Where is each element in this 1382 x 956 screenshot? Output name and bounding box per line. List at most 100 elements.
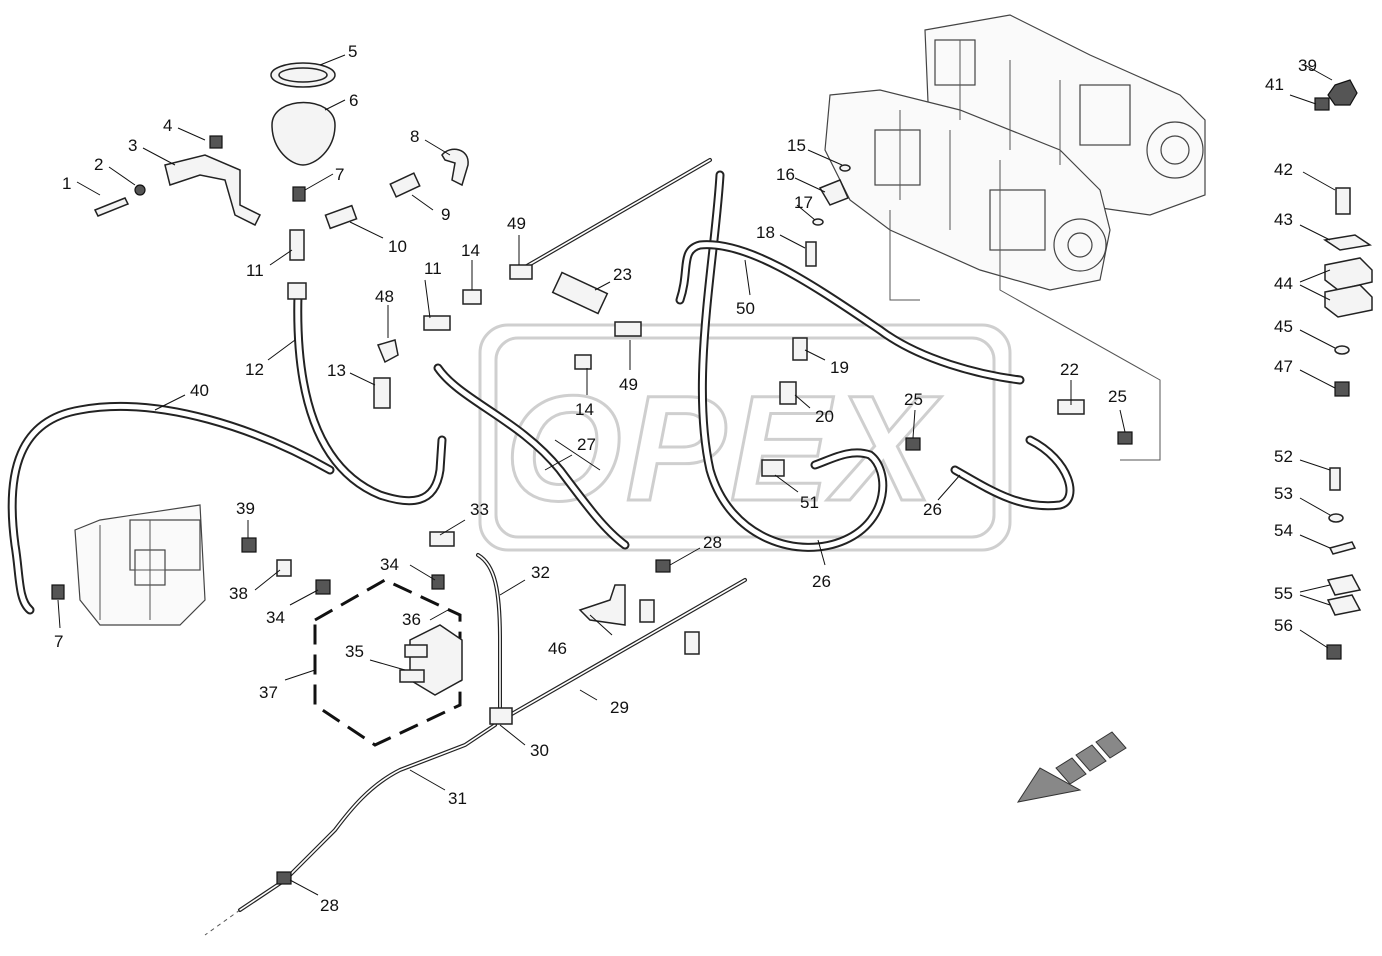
callout-49-lower: 49: [619, 375, 638, 394]
nut-14b: [574, 354, 592, 370]
fitting-7b: [51, 584, 65, 600]
bolt-52: [1329, 467, 1341, 491]
callout-30: 30: [530, 741, 549, 760]
callout-20: 20: [815, 407, 834, 426]
callout-34: 34: [380, 555, 399, 574]
tee-30: [489, 707, 513, 725]
callout-47: 47: [1274, 357, 1293, 376]
fittings: [51, 148, 1133, 885]
label-qr: [684, 631, 700, 655]
callout-42: 42: [1274, 160, 1293, 179]
callout-39: 39: [236, 499, 255, 518]
clamp-44a: [1324, 257, 1373, 291]
callout-35: 35: [345, 642, 364, 661]
accumulator-6: [271, 101, 336, 166]
callout-29: 29: [610, 698, 629, 717]
tee-11: [289, 229, 305, 261]
callout-28-lower: 28: [320, 896, 339, 915]
washer-53: [1328, 513, 1344, 523]
callout-34-lower: 34: [266, 608, 285, 627]
fitting-36: [404, 644, 428, 658]
callout-44: 44: [1274, 274, 1293, 293]
callout-39-right: 39: [1298, 56, 1317, 75]
label-46: [639, 599, 655, 623]
nut-28b: [276, 871, 292, 885]
callout-45: 45: [1274, 317, 1293, 336]
accumulator-group: [93, 62, 336, 300]
callout-26: 26: [923, 500, 942, 519]
callout-40: 40: [190, 381, 209, 400]
washer-45: [1334, 345, 1350, 355]
nut-41: [1314, 97, 1330, 111]
callout-37: 37: [259, 683, 278, 702]
clamp-44b: [1324, 284, 1373, 318]
cap-39: [241, 537, 257, 553]
adapter-19: [792, 337, 808, 361]
nut-14: [462, 289, 482, 305]
callout-8: 8: [410, 127, 419, 146]
plate-43: [1323, 234, 1372, 251]
callout-55: 55: [1274, 584, 1293, 603]
callout-19: 19: [830, 358, 849, 377]
callout-49: 49: [507, 214, 526, 233]
callout-7-lower: 7: [54, 632, 63, 651]
adapter-20: [779, 381, 797, 405]
bracket-3: [164, 154, 262, 227]
pipes: [204, 158, 747, 936]
callout-36: 36: [402, 610, 421, 629]
callout-4: 4: [163, 116, 172, 135]
washer-2: [134, 184, 146, 196]
fitting-35: [399, 669, 425, 683]
callout-14: 14: [461, 241, 480, 260]
callout-25-right: 25: [1108, 387, 1127, 406]
nut-28: [655, 559, 671, 573]
hose-12: [293, 290, 447, 506]
callout-1: 1: [62, 174, 71, 193]
filter-23: [551, 271, 609, 315]
callout-32: 32: [531, 563, 550, 582]
clamp-55b: [1326, 594, 1362, 616]
tee-11b: [423, 315, 451, 331]
bolt-18: [805, 241, 817, 267]
callout-9: 9: [441, 205, 450, 224]
callout-31: 31: [448, 789, 467, 808]
bolt-42: [1335, 187, 1351, 215]
callout-11-mid: 11: [424, 259, 442, 278]
callout-13: 13: [327, 361, 346, 380]
cap-8: [441, 148, 469, 187]
washer-15: [839, 164, 851, 172]
callout-27: 27: [577, 435, 596, 454]
washer-17: [812, 218, 824, 226]
elbow-51: [761, 459, 785, 477]
adapter-34b: [315, 579, 331, 595]
tee-49b: [614, 321, 642, 337]
callout-54: 54: [1274, 521, 1293, 540]
bolt-1: [93, 197, 130, 217]
sensor-13: [373, 377, 391, 409]
nut-47: [1334, 381, 1350, 397]
manifold-group-37: [313, 578, 463, 747]
clamp-55a: [1326, 574, 1362, 596]
callout-2: 2: [94, 155, 103, 174]
fitting-9: [389, 172, 421, 198]
tee-49: [509, 264, 533, 280]
callout-14-lower: 14: [575, 400, 594, 419]
hose-end-12: [287, 282, 307, 300]
nut-56: [1326, 644, 1342, 660]
callout-11: 11: [246, 261, 264, 280]
callout-5: 5: [348, 42, 357, 61]
callout-28: 28: [703, 533, 722, 552]
right-column-parts: [1314, 79, 1373, 660]
plate-54: [1328, 541, 1357, 555]
tee-33: [429, 531, 455, 547]
callout-7: 7: [335, 165, 344, 184]
control-valve-block: [74, 504, 206, 626]
callout-50: 50: [736, 299, 755, 318]
block-36: [409, 624, 463, 696]
clamp-16: [818, 179, 850, 206]
callout-43: 43: [1274, 210, 1293, 229]
callout-3: 3: [128, 136, 137, 155]
callout-51: 51: [800, 493, 819, 512]
callout-48: 48: [375, 287, 394, 306]
